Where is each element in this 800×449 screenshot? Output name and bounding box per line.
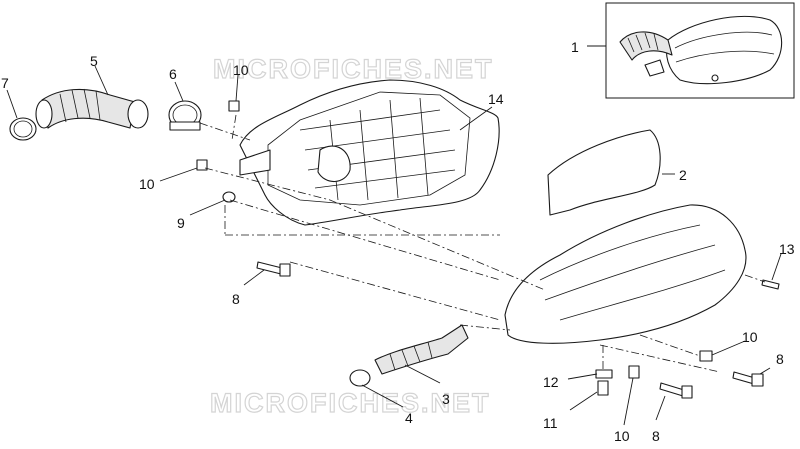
hose-clamp-4 [349,369,371,387]
callout-10-d: 10 [614,428,630,444]
bolt-8-c [659,382,693,399]
callout-11: 11 [543,415,558,431]
grommet-10-b [196,159,208,171]
screw-13 [761,279,780,290]
callout-1: 1 [571,39,579,55]
grommet-10-d [628,365,640,379]
filter-element [547,129,661,216]
callout-8-a: 8 [232,291,240,307]
hose-clamp-large [168,100,202,131]
spacer-9 [222,191,236,203]
callout-8-c: 8 [776,351,784,367]
bolt-8-b [732,371,764,387]
callout-14: 14 [488,91,504,107]
callout-10-b: 10 [139,176,155,192]
airbox-cover [504,204,747,344]
watermark-bottom: MICROFICHES.NET [210,388,491,418]
callout-7: 7 [1,75,9,91]
airbox-housing [239,79,500,226]
watermark-top: MICROFICHES.NET [213,54,494,84]
intake-duct [35,88,149,129]
clip-12 [595,369,613,379]
callout-labels: 1 2 3 4 5 6 7 8 8 8 9 10 10 10 10 11 12 … [1,39,795,444]
callout-9: 9 [177,215,185,231]
cap-11 [597,380,609,396]
drain-hose [374,324,469,375]
alignment-lines [199,114,766,373]
leader-lines [6,45,782,426]
callout-6: 6 [169,66,177,82]
callout-5: 5 [90,53,98,69]
inset-assembly [605,2,795,99]
callout-4: 4 [405,410,413,426]
callout-2: 2 [679,167,687,183]
callout-10-c: 10 [742,329,758,345]
grommet-10-a [228,100,240,112]
callout-8-b: 8 [652,428,660,444]
grommet-10-c [699,350,713,362]
callout-10-a: 10 [233,62,249,78]
callout-12: 12 [543,374,559,390]
callout-13: 13 [779,241,795,257]
callout-3: 3 [442,391,450,407]
bolt-8-a [256,261,291,277]
